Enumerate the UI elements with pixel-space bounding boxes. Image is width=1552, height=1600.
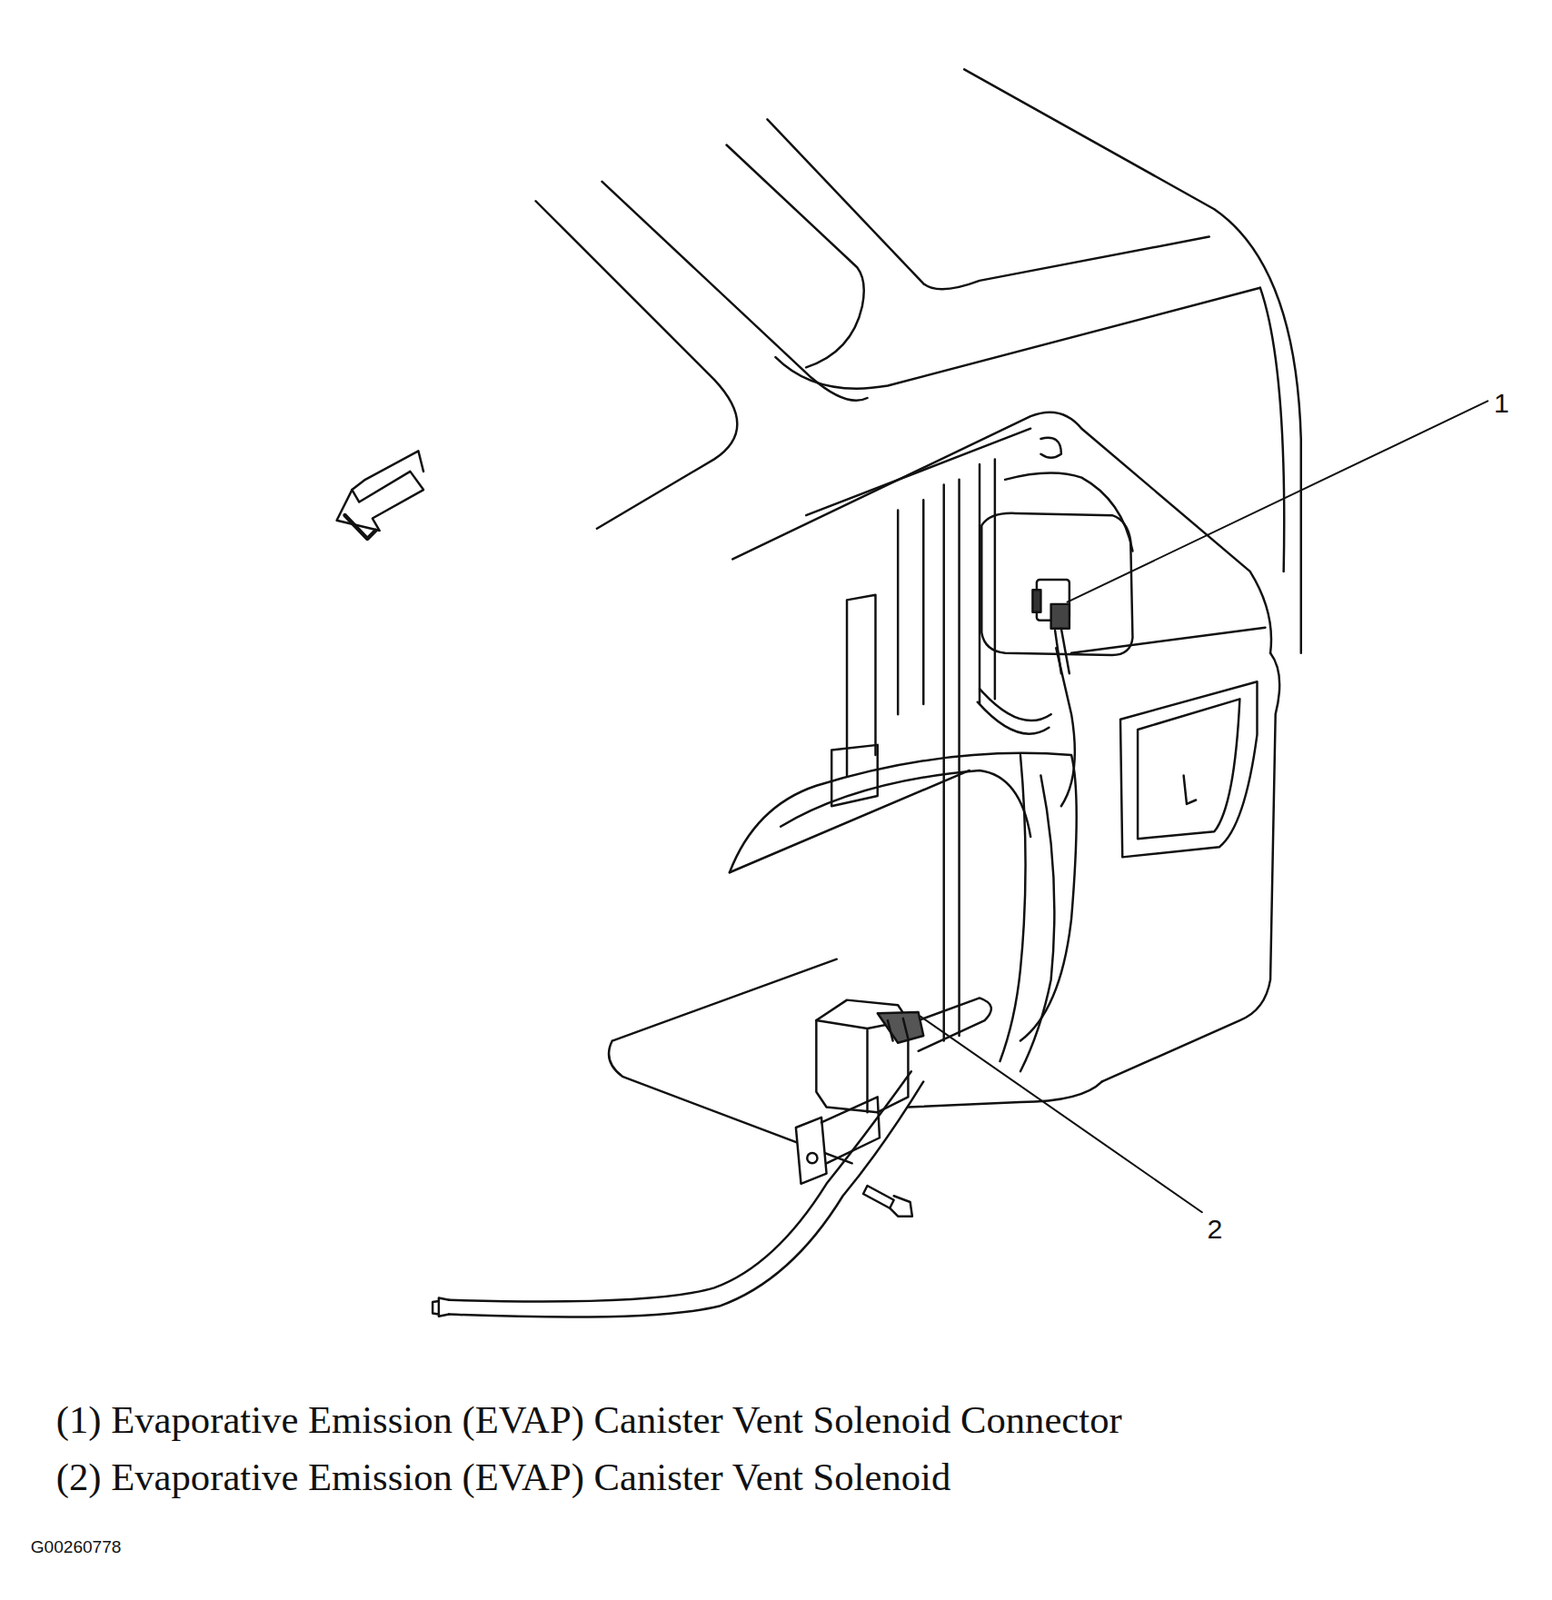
callout-number: 2 [1206, 1216, 1223, 1244]
body-line [732, 412, 1272, 654]
body-line [766, 119, 1209, 289]
leader-line [920, 1016, 1203, 1214]
hose [977, 688, 1052, 735]
body-line [1071, 627, 1265, 654]
frame-rail [831, 745, 878, 806]
body-line [805, 428, 1031, 516]
wire-harness [1020, 776, 1055, 1073]
callout-number: 1 [1493, 389, 1510, 418]
body-line [1260, 288, 1284, 572]
solenoid-connector [1032, 579, 1069, 674]
caption-line: (1) Evaporative Emission (EVAP) Canister… [56, 1400, 1123, 1440]
caption-line: (2) Evaporative Emission (EVAP) Canister… [56, 1457, 952, 1497]
body-line [964, 69, 1302, 653]
wire-harness [1055, 647, 1075, 806]
vent-hose [432, 1298, 449, 1317]
body-line [536, 200, 738, 529]
bumper-outline [907, 1081, 1102, 1107]
body-line [729, 770, 970, 873]
body-line [1183, 776, 1196, 805]
leader-line [1067, 400, 1489, 602]
fuel-door [981, 513, 1133, 656]
frame-rail [897, 499, 924, 715]
direction-arrow [351, 450, 424, 490]
figure-code: G00260778 [30, 1539, 122, 1557]
frame-rail [944, 479, 960, 1042]
body-line [602, 181, 868, 401]
direction-arrow [345, 515, 377, 539]
wheel-opening [780, 770, 1031, 837]
body-line [1120, 681, 1257, 857]
vent-hose [448, 1081, 924, 1317]
vent-hose [448, 1071, 912, 1302]
fuel-door [1040, 437, 1061, 458]
bolt [863, 1185, 913, 1217]
wire-harness [999, 755, 1025, 1062]
bumper-outline [918, 997, 992, 1051]
body-line [1137, 698, 1240, 839]
body-line [775, 288, 1260, 389]
body-line [1102, 653, 1280, 1083]
vent-solenoid [795, 1000, 924, 1184]
fuel-door [1004, 473, 1133, 552]
body-line [726, 144, 865, 368]
